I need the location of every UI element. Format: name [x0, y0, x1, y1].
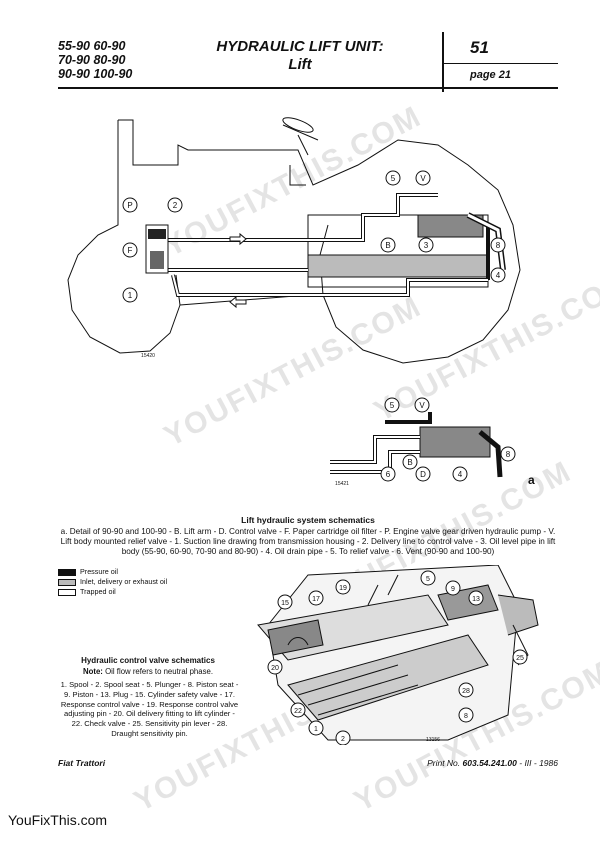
callout-label: B: [385, 241, 390, 250]
note-label: Note:: [82, 667, 103, 676]
page-title: HYDRAULIC LIFT UNIT: Lift: [175, 38, 425, 74]
print-number: Print No. 603.54.241.00 - III - 1986: [380, 758, 558, 768]
header-divider: [442, 32, 444, 92]
callout-label: 9: [451, 586, 455, 593]
print-label: Print No.: [427, 758, 461, 768]
callout-label: V: [419, 401, 425, 410]
control-valve-legend: 1. Spool - 2. Spool seat - 5. Plunger - …: [60, 680, 239, 738]
callout-label: 1: [314, 726, 318, 733]
callout-label: 5: [390, 401, 395, 410]
callout-label: 2: [173, 201, 178, 210]
callout-label: 8: [464, 713, 468, 720]
callout-label: 25: [516, 655, 524, 662]
print-suffix: - III - 1986: [516, 758, 558, 768]
callout-label: 8: [506, 450, 511, 459]
model-line: 90-90 100-90: [58, 67, 133, 81]
legend-item: Inlet, delivery or exhaust oil: [58, 577, 167, 587]
callout-label: V: [420, 174, 426, 183]
callout-label: 5: [426, 576, 430, 583]
callout-label: 3: [424, 241, 429, 250]
callout-label: F: [128, 246, 133, 255]
panel-letter: a: [528, 473, 535, 487]
model-list: 55-90 60-90 70-90 80-90 90-90 100-90: [58, 39, 178, 81]
callout-label: 28: [462, 688, 470, 695]
figure-caption-title: Lift hydraulic system schematics: [241, 515, 375, 525]
callout-label: 8: [496, 241, 501, 250]
detail-schematic-a: 5 V B D 6 8 4 15421: [330, 397, 516, 487]
section-number: 51: [470, 38, 489, 57]
model-line: 55-90 60-90: [58, 39, 126, 53]
callout-label: 17: [312, 596, 320, 603]
legend-item: Trapped oil: [58, 587, 167, 597]
oil-legend: Pressure oil Inlet, delivery or exhaust …: [58, 567, 167, 597]
callout-label: 4: [496, 271, 501, 280]
legend-label: Trapped oil: [80, 587, 116, 596]
figure-ref-number: 13156: [426, 737, 440, 743]
page-subtitle: Lift: [288, 56, 312, 73]
figure-ref-number: 15420: [141, 353, 155, 359]
control-valve-cutaway: 19 5 9 17 15 13 25 20 28 22 8 1 2 13156: [257, 565, 539, 745]
pressure-swatch: [58, 568, 76, 576]
callout-label: 22: [294, 708, 302, 715]
trapped-swatch: [58, 588, 76, 596]
figure-caption-body: a. Detail of 90-90 and 100-90 - B. Lift …: [60, 527, 556, 556]
callout-label: 4: [458, 470, 463, 479]
callout-label: 2: [341, 736, 345, 743]
callout-label: 13: [472, 596, 480, 603]
page-number: page 21: [470, 69, 511, 81]
inlet-swatch: [58, 578, 76, 586]
callout-label: 15: [281, 600, 289, 607]
control-valve-note: Note: Oil flow refers to neutral phase.: [58, 667, 238, 676]
site-link[interactable]: YouFixThis.com: [8, 812, 108, 828]
print-code: 603.54.241.00: [462, 758, 517, 768]
callout-label: 5: [391, 174, 396, 183]
model-line: 70-90 80-90: [58, 53, 126, 67]
callout-label: P: [127, 201, 132, 210]
legend-item: Pressure oil: [58, 567, 167, 577]
page-title-main: HYDRAULIC LIFT UNIT:: [216, 38, 384, 55]
legend-label: Pressure oil: [80, 567, 118, 576]
publisher: Fiat Trattori: [58, 758, 106, 768]
callout-label: 1: [128, 291, 133, 300]
header-box-rule: [444, 63, 558, 64]
figure-ref-number: 15421: [335, 481, 349, 487]
flow-arrow-left-icon: [229, 295, 247, 309]
legend-label: Inlet, delivery or exhaust oil: [80, 577, 168, 586]
callout-label: 20: [271, 665, 279, 672]
note-text: Oil flow refers to neutral phase.: [105, 667, 214, 676]
flow-arrow-right-icon: [229, 232, 247, 246]
header-rule: [58, 87, 558, 89]
callout-label: 6: [386, 470, 391, 479]
callout-label: 19: [339, 585, 347, 592]
tractor-hydraulic-schematic: 5 V P 2 F B 3 8 4 1 15420: [67, 117, 521, 364]
control-valve-title: Hydraulic control valve schematics: [81, 656, 215, 665]
callout-label: D: [420, 470, 426, 479]
callout-label: B: [407, 458, 412, 467]
